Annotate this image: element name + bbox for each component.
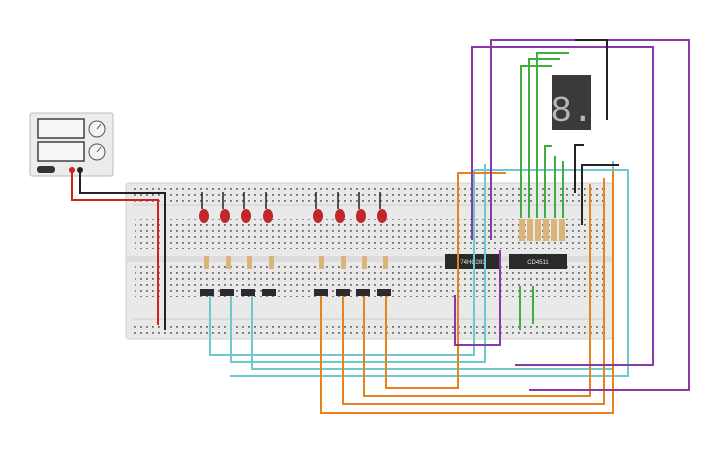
- power-supply[interactable]: [29, 112, 114, 177]
- psu-display-bottom: [37, 141, 85, 162]
- psu-power-button[interactable]: [37, 166, 55, 173]
- seven-segment-display[interactable]: 8.: [550, 75, 594, 132]
- switch-group[interactable]: [200, 289, 391, 296]
- power-wires: [71, 170, 166, 330]
- psu-display-top: [37, 118, 85, 139]
- display-resistor-array: [519, 219, 565, 241]
- wire-bundle: [209, 39, 690, 414]
- svg-text:CD4511: CD4511: [527, 260, 549, 266]
- chip-cd4511[interactable]: CD4511: [509, 254, 567, 269]
- svg-text:8.: 8.: [550, 91, 593, 132]
- led-group: [199, 192, 387, 223]
- resistor-group: [204, 256, 388, 269]
